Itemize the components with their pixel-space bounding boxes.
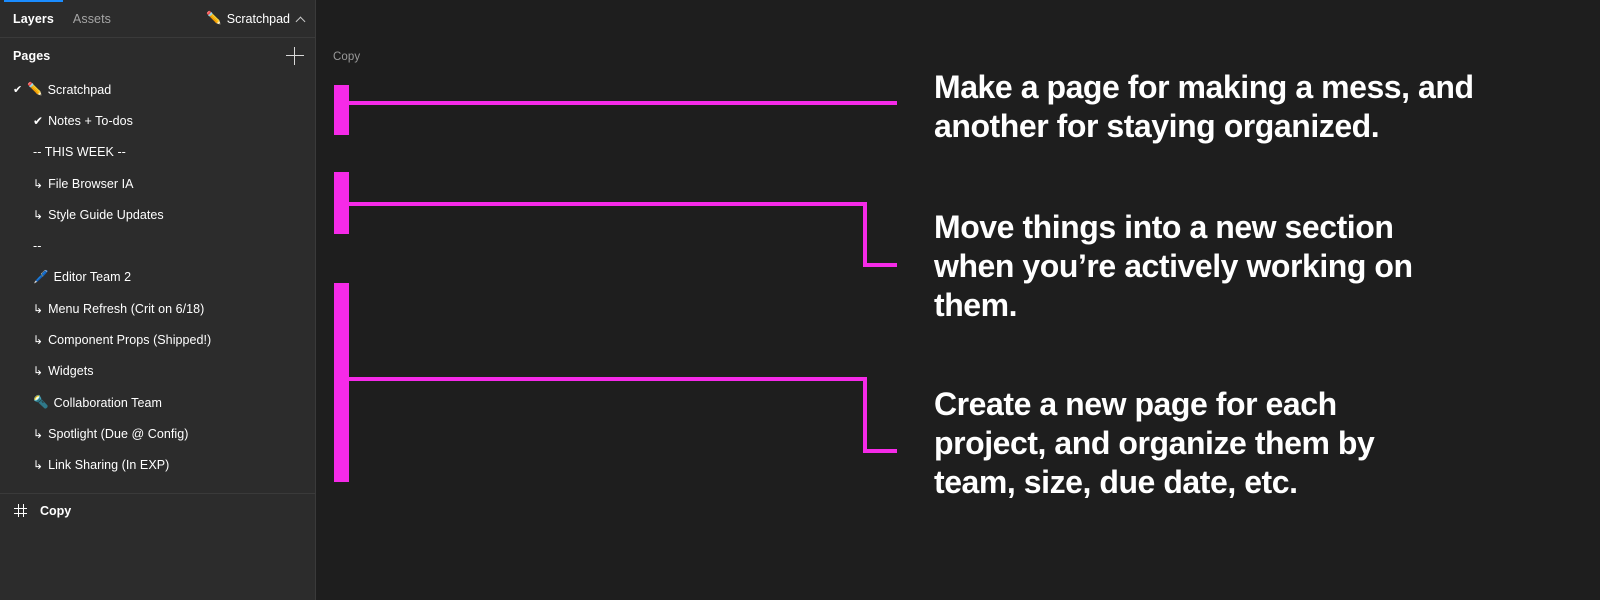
- page-item-label: -- THIS WEEK --: [33, 145, 126, 160]
- page-item-label: --: [33, 239, 42, 254]
- sidebar-tabs: Layers Assets: [4, 0, 111, 38]
- page-switcher[interactable]: ✏️ Scratchpad: [206, 12, 305, 26]
- left-sidebar: Layers Assets ✏️ Scratchpad Pages ✔ ✏️ Scr…: [0, 0, 316, 600]
- sub-arrow-icon: ↳: [33, 458, 44, 473]
- chevron-up-icon: [297, 16, 305, 24]
- sidebar-right-border: [315, 0, 316, 600]
- check-icon: ✔: [13, 84, 23, 97]
- page-emoji-icon: 🖊️: [33, 270, 49, 285]
- page-emoji-icon: ✏️: [27, 82, 43, 97]
- frame-hash-icon: [14, 504, 27, 517]
- copy-text-block[interactable]: Make a page for making a mess, and anoth…: [934, 69, 1474, 144]
- tab-layers[interactable]: Layers: [4, 0, 63, 38]
- sub-arrow-icon: ↳: [33, 176, 44, 191]
- bracket-bar-1: [334, 85, 349, 135]
- page-item-label: Component Props (Shipped!): [48, 333, 212, 348]
- page-item-label: Scratchpad: [47, 82, 112, 97]
- connector-line-2: [346, 202, 897, 267]
- pages-title: Pages: [13, 48, 51, 63]
- connector-line-3: [346, 377, 897, 453]
- pencil-icon: ✏️: [206, 11, 222, 26]
- page-item[interactable]: ↳ Link Sharing (In EXP): [0, 450, 316, 481]
- sub-arrow-icon: ↳: [33, 426, 44, 441]
- page-item-label: Widgets: [48, 364, 94, 379]
- page-switcher-label: Scratchpad: [226, 11, 290, 26]
- page-item-label: Link Sharing (In EXP): [48, 458, 170, 473]
- page-item-label: Collaboration Team: [53, 395, 162, 410]
- copy-text-block[interactable]: Create a new page for each project, and …: [934, 386, 1375, 500]
- layer-row-copy[interactable]: Copy: [0, 494, 316, 527]
- page-item[interactable]: --: [0, 230, 316, 261]
- tab-assets-label: Assets: [72, 11, 112, 26]
- page-item[interactable]: -- THIS WEEK --: [0, 137, 316, 168]
- page-item[interactable]: ↳ Spotlight (Due @ Config): [0, 418, 316, 449]
- page-item[interactable]: ↳ Style Guide Updates: [0, 199, 316, 230]
- sub-arrow-icon: ↳: [33, 301, 44, 316]
- pages-list: ✔ ✏️ Scratchpad ✔ Notes + To-dos -- THIS WEEK…: [0, 73, 316, 481]
- page-item[interactable]: 🖊️ Editor Team 2: [0, 262, 316, 293]
- page-item[interactable]: ↳ Menu Refresh (Crit on 6/18): [0, 293, 316, 324]
- page-item[interactable]: ↳ Component Props (Shipped!): [0, 324, 316, 355]
- sidebar-divider: [0, 493, 316, 494]
- frame-label[interactable]: Copy: [333, 51, 361, 63]
- canvas[interactable]: Copy Make a page for making a mess, and …: [316, 0, 1600, 600]
- page-item-label: Spotlight (Due @ Config): [48, 426, 189, 441]
- tab-layers-label: Layers: [13, 11, 54, 26]
- layer-label: Copy: [40, 503, 72, 518]
- page-item[interactable]: ✔ Notes + To-dos: [0, 105, 316, 136]
- page-item-label: Style Guide Updates: [48, 207, 164, 222]
- page-item[interactable]: 🔦 Collaboration Team: [0, 387, 316, 418]
- sub-arrow-icon: ↳: [33, 333, 44, 348]
- sub-arrow-icon: ↳: [33, 364, 44, 379]
- sidebar-header: Layers Assets ✏️ Scratchpad: [0, 0, 316, 38]
- check-glyph-icon: ✔: [33, 113, 44, 128]
- page-emoji-icon: 🔦: [33, 395, 49, 410]
- selection-brackets: [334, 85, 897, 482]
- page-item[interactable]: ✔ ✏️ Scratchpad: [0, 74, 316, 105]
- page-item[interactable]: ↳ Widgets: [0, 356, 316, 387]
- plus-icon[interactable]: [286, 46, 304, 65]
- page-item[interactable]: ↳ File Browser IA: [0, 168, 316, 199]
- copy-text-block[interactable]: Move things into a new section when you’…: [934, 209, 1413, 323]
- tab-assets[interactable]: Assets: [73, 0, 111, 38]
- page-item-label: File Browser IA: [48, 176, 134, 191]
- pages-section-header: Pages: [0, 38, 316, 73]
- page-item-label: Menu Refresh (Crit on 6/18): [48, 301, 205, 316]
- sub-arrow-icon: ↳: [33, 207, 44, 222]
- bracket-bar-3: [334, 283, 349, 482]
- bracket-bar-2: [334, 172, 349, 234]
- page-item-label: Notes + To-dos: [48, 113, 133, 128]
- page-item-label: Editor Team 2: [53, 270, 132, 285]
